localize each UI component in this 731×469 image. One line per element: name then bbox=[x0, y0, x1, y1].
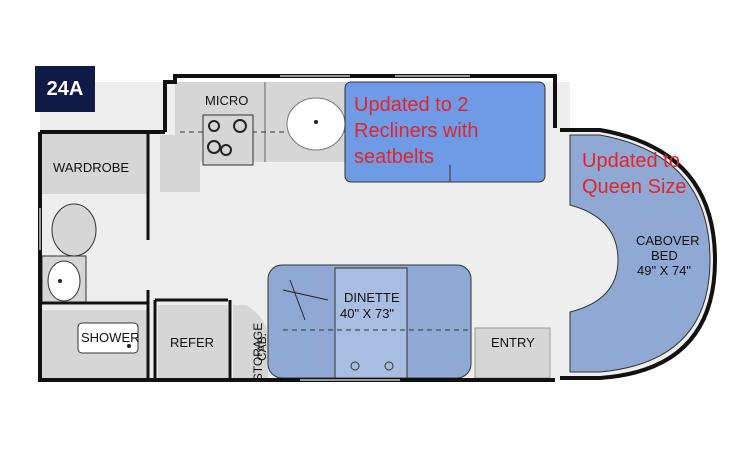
galley-return bbox=[160, 135, 200, 192]
storage-cab-label: CAB. bbox=[255, 332, 270, 362]
refer-label: REFER bbox=[170, 335, 215, 350]
recliner-note-line: Recliners with bbox=[354, 120, 479, 142]
wardrobe bbox=[40, 132, 147, 194]
cabover-bed bbox=[569, 134, 711, 373]
recliner-note-line: Updated to 2 bbox=[354, 94, 469, 116]
wardrobe-label: WARDROBE bbox=[53, 160, 130, 175]
dinette-size-label: 40" X 73" bbox=[340, 306, 395, 321]
galley-sink-icon bbox=[286, 97, 346, 151]
windows bbox=[39, 75, 470, 381]
entry-label: ENTRY bbox=[491, 335, 535, 350]
bath-sink-icon bbox=[41, 255, 87, 305]
entry-step bbox=[474, 327, 551, 379]
cabover-label: CABOVER bbox=[636, 233, 700, 248]
recliner-note-line: seatbelts bbox=[354, 146, 435, 168]
refrigerator bbox=[158, 305, 228, 378]
toilet-icon bbox=[51, 203, 97, 257]
queen-note-line: Updated to bbox=[582, 150, 680, 172]
dinette-label: DINETTE bbox=[344, 290, 400, 305]
interior-walls bbox=[40, 132, 232, 380]
storage-cabinet bbox=[233, 305, 268, 378]
recliner-note: Updated to 2 Recliners with seatbelts bbox=[354, 92, 478, 170]
model-badge: 24A bbox=[35, 66, 95, 112]
recliners bbox=[344, 81, 546, 183]
micro-label: MICRO bbox=[205, 93, 249, 108]
queen-note-line: Queen Size bbox=[582, 176, 687, 198]
stove-icon bbox=[202, 114, 254, 166]
cabover-bed-label: BED bbox=[651, 248, 678, 263]
cabover-size-label: 49" X 74" bbox=[637, 263, 692, 278]
queen-note: Updated to Queen Size bbox=[582, 148, 687, 200]
shower-label: SHOWER bbox=[81, 330, 140, 345]
